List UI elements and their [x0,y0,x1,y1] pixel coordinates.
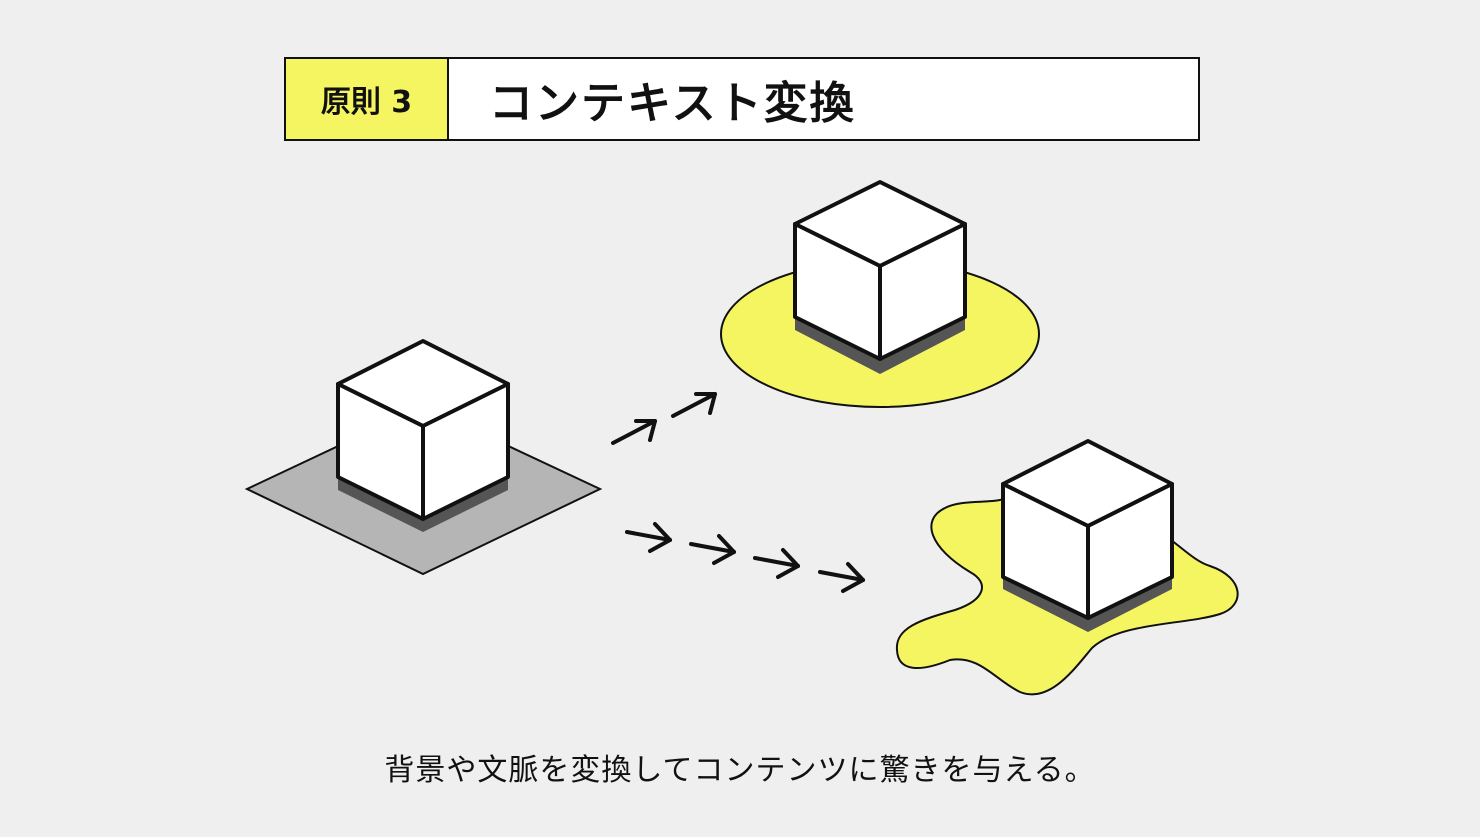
title-box: 原則 3 コンテキスト変換 [284,57,1200,141]
arrow-icon [611,419,657,445]
cube-icon [336,339,510,521]
arrow-icon [671,392,717,418]
cube-icon [793,180,967,361]
lower-arrows [625,522,865,593]
cube-icon [1001,439,1174,620]
arrow-icon [753,548,800,579]
arrow-icon [818,562,865,593]
caption: 背景や文脈を変換してコンテンツに驚きを与える。 [384,753,1096,788]
arrow-icon [625,522,672,553]
ellipse-scene [720,180,1040,408]
upper-arrows [611,392,717,445]
arrow-icon [689,534,736,565]
page-title: コンテキスト変換 [489,78,856,129]
gray-plane-scene [244,339,603,576]
splash-scene [895,439,1239,696]
principle-label: 原則 3 [286,59,449,139]
